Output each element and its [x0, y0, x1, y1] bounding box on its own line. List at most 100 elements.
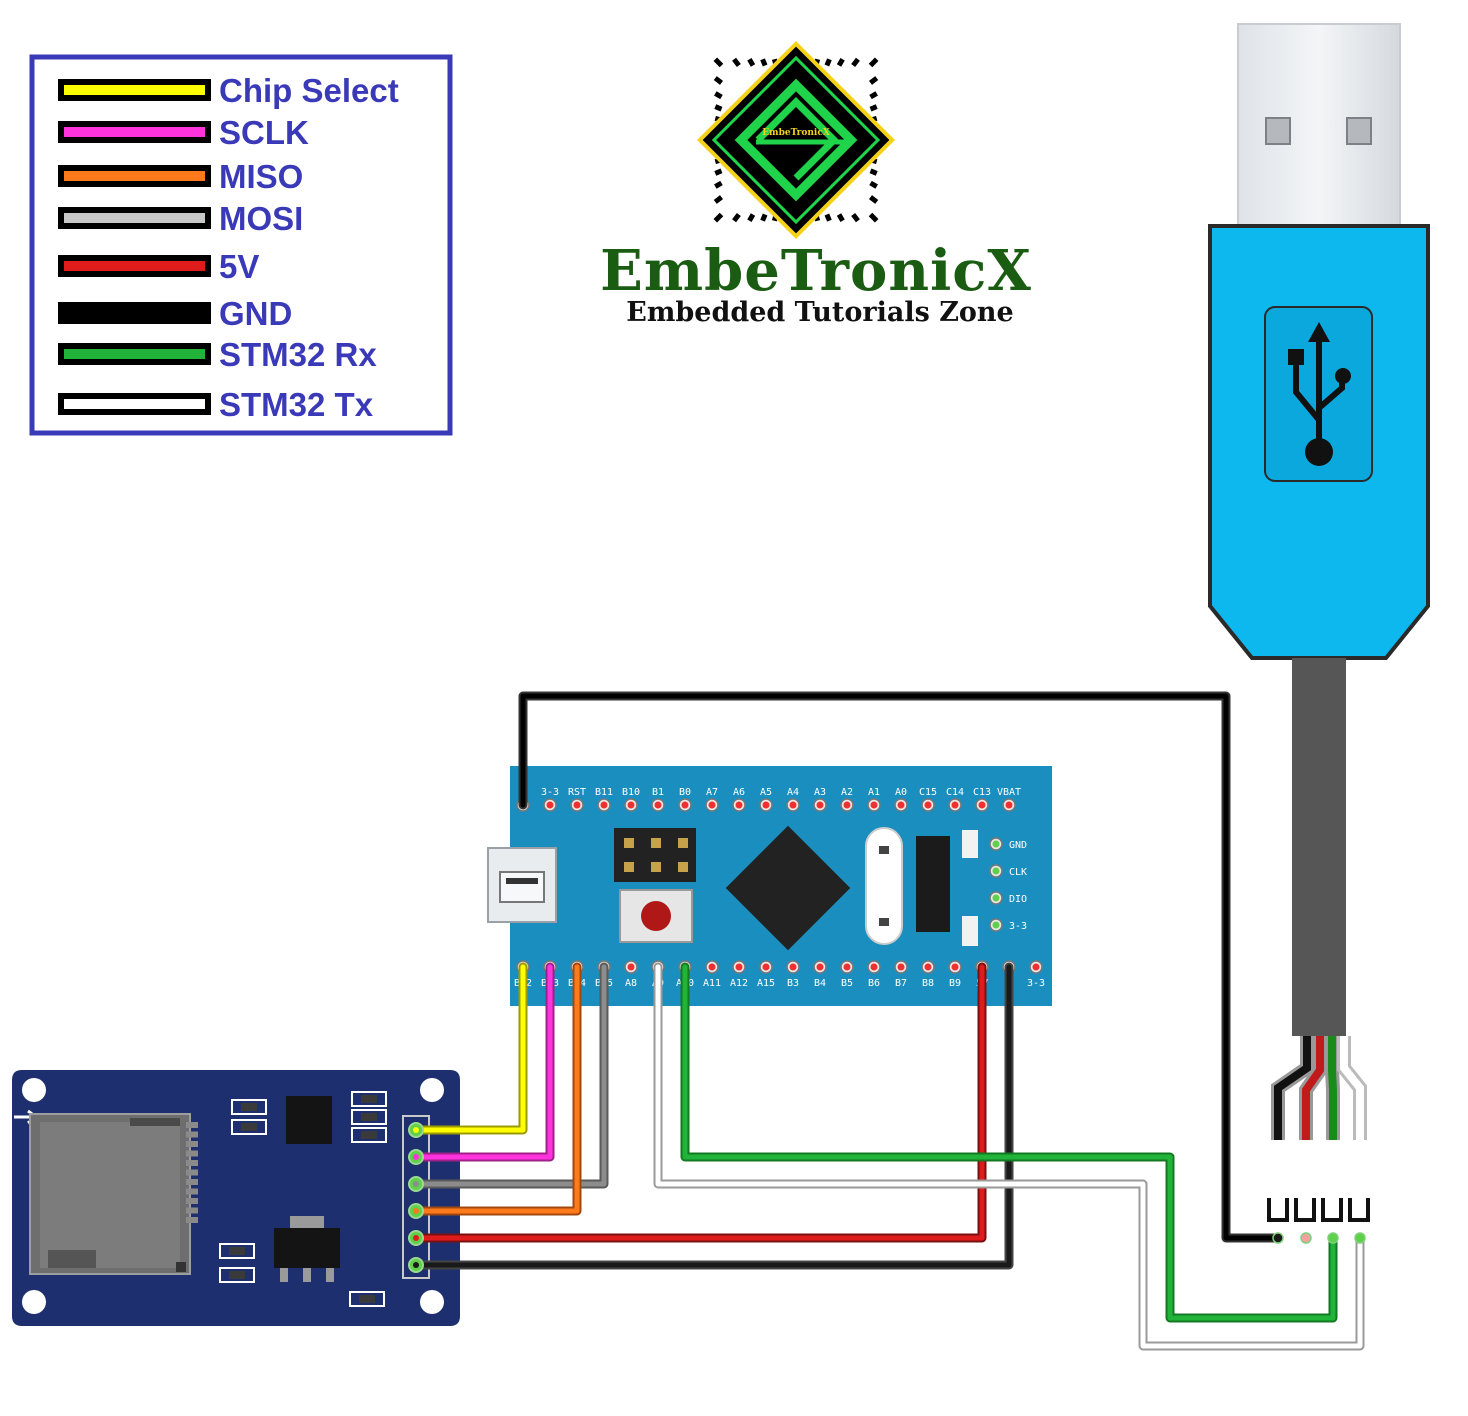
sd-slot-pin	[186, 1141, 198, 1147]
legend-label: GND	[219, 295, 292, 332]
mcu-chip	[725, 825, 851, 951]
wire-chip-select	[411, 962, 528, 1135]
sd-slot-pin	[186, 1122, 198, 1128]
top-pin-label: B0	[679, 787, 691, 798]
usb-connector-pins	[1267, 1198, 1370, 1222]
top-pin: A0	[894, 787, 908, 812]
bottom-pin: B5	[840, 960, 854, 989]
sd-slot-pin	[186, 1160, 198, 1166]
swd-pin: 3-3	[989, 918, 1027, 932]
bottom-pin: 3-3	[1027, 960, 1045, 989]
legend-label: Chip Select	[219, 72, 399, 109]
mount-hole	[420, 1290, 444, 1314]
swd-pin: GND	[989, 837, 1027, 851]
sd-card-slot	[29, 1113, 191, 1275]
top-pin: B11	[595, 787, 613, 812]
top-pin-label: A7	[706, 787, 718, 798]
usb-connector-pin	[1272, 1232, 1284, 1244]
legend-swatch	[58, 165, 211, 187]
wire-sclk	[411, 962, 555, 1162]
smd-component	[351, 1091, 387, 1107]
mount-hole	[420, 1078, 444, 1102]
bottom-pin: A8	[624, 960, 638, 989]
bottom-pin-label: A11	[703, 978, 721, 989]
top-pin-label: VBAT	[997, 787, 1021, 798]
legend-swatch	[58, 207, 211, 229]
sd-slot-pin	[186, 1179, 198, 1185]
top-pin: VBAT	[997, 787, 1021, 812]
top-pin: A1	[867, 787, 881, 812]
bottom-pin: B4	[813, 960, 827, 989]
legend-swatch	[58, 393, 211, 415]
top-pin: A5	[759, 787, 773, 812]
smd-component	[349, 1291, 385, 1307]
top-pin-label: C14	[946, 787, 964, 798]
usb-connector-pin	[1354, 1232, 1366, 1244]
top-pin: A3	[813, 787, 827, 812]
bottom-pin-label: B5	[841, 978, 853, 989]
bottom-pin-label: A15	[757, 978, 775, 989]
top-pin-label: A3	[814, 787, 826, 798]
top-pin-label: RST	[568, 787, 586, 798]
usb-connector-pin	[1327, 1232, 1339, 1244]
usb-plug-contact	[1265, 117, 1291, 145]
usb-ttl-adapter	[1208, 23, 1430, 1222]
logo-chip-icon: EmbeTronicX	[697, 41, 895, 239]
legend-label: MOSI	[219, 200, 303, 237]
wire-gnd-sd	[411, 962, 1014, 1270]
wire-gnd-usb	[518, 691, 1283, 1243]
top-pin: C14	[946, 787, 964, 812]
top-pin-label: B11	[595, 787, 613, 798]
swd-pin: CLK	[989, 864, 1027, 878]
top-pin-label: B10	[622, 787, 640, 798]
sd-pin-header	[402, 1115, 430, 1279]
sd-header-dots	[408, 1122, 424, 1273]
top-pin: A6	[732, 787, 746, 812]
top-pin: RST	[568, 787, 586, 812]
sd-card-module	[12, 1070, 460, 1326]
sd-slot-pin	[186, 1188, 198, 1195]
boot-jumpers	[614, 828, 696, 882]
usb-pin-dots	[1272, 1232, 1366, 1244]
bottom-pin: A15	[757, 960, 775, 989]
sd-voltage-regulator	[274, 1216, 340, 1282]
mount-hole	[22, 1078, 46, 1102]
bottom-pin: A12	[730, 960, 748, 989]
swd-pin-label: 3-3	[1009, 921, 1027, 932]
wire-stm32-rx	[680, 962, 1338, 1323]
usb-plug-contact	[1346, 117, 1372, 145]
swd-pin: DIO	[989, 891, 1027, 905]
legend-swatch	[58, 79, 211, 101]
smd-component	[231, 1099, 267, 1115]
wire-stm32-tx	[653, 962, 1365, 1351]
top-pin: C15	[919, 787, 937, 812]
top-pin-label: 3-3	[541, 787, 559, 798]
reset-button[interactable]	[619, 889, 693, 943]
wire-5v	[411, 962, 987, 1243]
top-pin: B1	[651, 787, 665, 812]
top-pin: B0	[678, 787, 692, 812]
bottom-pin: B9	[948, 960, 962, 989]
sd-slot-pin	[186, 1150, 198, 1157]
wire-mosi	[411, 962, 609, 1189]
bottom-pin-label: A8	[625, 978, 637, 989]
legend-label: SCLK	[219, 114, 309, 151]
sd-slot-pin	[186, 1198, 198, 1204]
wire-miso	[411, 962, 582, 1216]
bottom-pin-label: B4	[814, 978, 826, 989]
bottom-pin-label: A12	[730, 978, 748, 989]
swd-pin-label: GND	[1009, 840, 1027, 851]
smd-component	[219, 1243, 255, 1259]
bottom-pin: B8	[921, 960, 935, 989]
swd-pin-label: DIO	[1009, 894, 1027, 905]
top-pin-label: A2	[841, 787, 853, 798]
led-top	[962, 830, 978, 858]
usb-cable	[1292, 658, 1346, 1036]
legend-label: MISO	[219, 158, 303, 195]
sd-slot-pin	[186, 1207, 198, 1214]
top-pin-label: C13	[973, 787, 991, 798]
bottom-pin-label: B3	[787, 978, 799, 989]
top-pin: A4	[786, 787, 800, 812]
